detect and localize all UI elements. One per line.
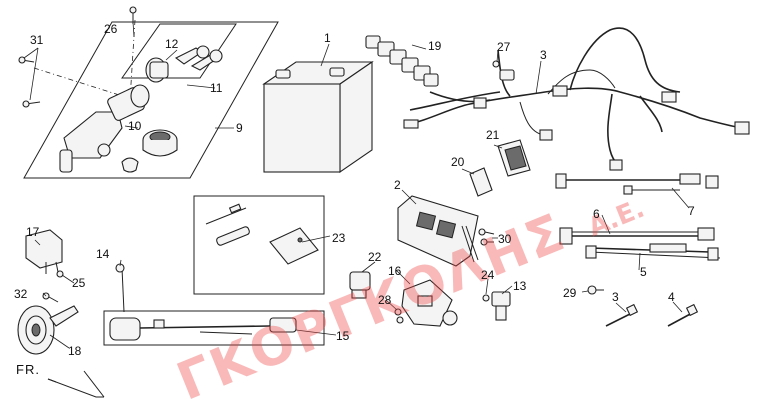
callout-10: 10 (128, 119, 142, 133)
front-label: FR. (16, 362, 40, 377)
callout-7: 7 (688, 204, 695, 218)
fuse-kit-frame (193, 195, 325, 295)
callout-28: 28 (378, 293, 392, 307)
callout-11: 11 (210, 81, 223, 95)
callout-4: 4 (668, 290, 675, 304)
component-16 (401, 279, 458, 327)
cable-tie-4 (667, 303, 699, 327)
leader-lines (23, 21, 690, 349)
callout-19: 19 (428, 39, 442, 53)
callout-25: 25 (72, 276, 86, 290)
horn (17, 305, 79, 355)
regulator-bolts (478, 228, 495, 246)
ignition-group-frame (23, 21, 279, 179)
sub-harness-6 (559, 227, 715, 245)
key-2 (190, 49, 223, 71)
callout-20: 20 (451, 155, 465, 169)
callout-9: 9 (236, 121, 243, 135)
callout-14: 14 (96, 247, 110, 261)
sub-harness-5 (585, 243, 721, 261)
starter-relay-frame (103, 310, 325, 346)
relay-22 (349, 271, 371, 299)
top-screw (129, 6, 137, 24)
connector-block (365, 35, 439, 87)
cable-tie-3 (605, 303, 639, 327)
ignition-switch-group (18, 6, 279, 179)
callout-18: 18 (68, 344, 82, 358)
battery (262, 60, 374, 174)
key-cylinder (145, 57, 169, 83)
callout-3b: 3 (612, 290, 619, 304)
sensor-13 (482, 291, 511, 321)
bolt-29 (587, 285, 604, 295)
relay-21 (497, 139, 531, 177)
callout-24: 24 (481, 268, 495, 282)
callout-31: 31 (30, 33, 44, 47)
callout-21: 21 (486, 128, 500, 142)
callout-32: 32 (14, 287, 28, 301)
callout-17: 17 (26, 225, 40, 239)
ignition-lock-body (59, 84, 150, 173)
callout-6: 6 (593, 207, 600, 221)
bolts-28 (394, 308, 404, 324)
lock-screws (18, 56, 41, 108)
callout-labels: 1 19 27 3 26 31 12 11 10 9 21 20 2 7 6 2… (14, 22, 695, 377)
horn-bolt-32 (42, 292, 59, 303)
fuel-cap-lock (142, 129, 178, 157)
callout-29: 29 (563, 286, 577, 300)
callout-26: 26 (104, 22, 118, 36)
sub-harness-7 (555, 173, 719, 195)
lock-axis-line (129, 19, 136, 101)
callout-22: 22 (368, 250, 382, 264)
key-set-frame (121, 23, 237, 79)
callout-2: 2 (394, 178, 401, 192)
callout-12: 12 (165, 37, 179, 51)
callout-30: 30 (498, 232, 512, 246)
callout-3: 3 (540, 48, 547, 62)
fuse-kit (193, 195, 325, 295)
callout-1: 1 (324, 31, 331, 45)
regulator (397, 195, 479, 267)
callout-27: 27 (497, 40, 511, 54)
horn-bracket (25, 229, 64, 278)
callout-13: 13 (513, 279, 527, 293)
callout-15: 15 (336, 329, 350, 343)
front-direction-arrow (47, 370, 105, 398)
callout-5: 5 (640, 265, 647, 279)
lock-clip (121, 157, 139, 173)
key-1 (174, 45, 210, 65)
callout-16: 16 (388, 264, 402, 278)
starter-relay-assembly (103, 263, 325, 346)
callout-23: 23 (332, 231, 346, 245)
main-wire-harness (403, 27, 750, 171)
relay-20 (469, 167, 493, 197)
